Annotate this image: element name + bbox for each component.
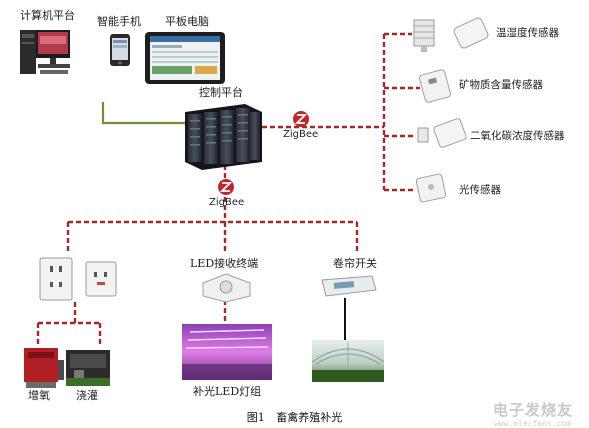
figure-number: 图1 <box>246 411 265 424</box>
light-sensor-icon <box>415 173 447 203</box>
label-pc-platform: 计算机平台 <box>20 9 75 22</box>
watermark-logo: 电子发烧友 <box>492 401 573 419</box>
label-led-group: 补光LED灯组 <box>193 385 262 398</box>
label-control-platform: 控制平台 <box>199 86 243 99</box>
label-curtain-switch: 卷帘开关 <box>333 257 377 270</box>
label-smartphone: 智能手机 <box>97 15 141 28</box>
greenhouse-image <box>311 340 385 382</box>
computer-icon <box>20 30 70 74</box>
figure-caption: 图1 畜禽养殖补光 <box>0 409 589 425</box>
oxygen-pump-image <box>24 348 64 388</box>
label-oxygen: 增氧 <box>28 389 50 402</box>
figure-title: 畜禽养殖补光 <box>276 411 343 424</box>
label-tablet: 平板电脑 <box>165 15 209 28</box>
led-grow-lights-image <box>182 324 272 380</box>
smartphone-icon <box>110 34 130 66</box>
tablet-icon <box>145 32 225 84</box>
led-receiver-icon <box>202 273 251 303</box>
mineral-sensor-icon <box>418 69 452 103</box>
label-co2-sensor: 二氧化碳浓度传感器 <box>470 130 565 142</box>
watermark-url: www.elecfans.com <box>493 419 571 428</box>
curtain-switch-icon <box>321 275 377 297</box>
zigbee-logo-right <box>293 111 309 127</box>
link-devices-to-control <box>101 102 185 125</box>
label-zigbee-right: ZigBee <box>283 129 319 140</box>
label-humidity-sensor: 温湿度传感器 <box>496 27 559 39</box>
server-rack-icon <box>185 104 262 170</box>
co2-sensor-icon <box>417 118 467 148</box>
label-led-receiver: LED接收终端 <box>190 257 259 270</box>
socket-icon-1 <box>39 257 73 301</box>
label-irrigation: 浇灌 <box>76 389 98 402</box>
label-light-sensor: 光传感器 <box>459 184 501 196</box>
label-mineral-sensor: 矿物质含量传感器 <box>459 79 543 91</box>
label-zigbee-center: ZigBee <box>209 197 245 208</box>
zigbee-logo-center <box>218 179 234 195</box>
humidity-sensor-icon <box>413 17 489 52</box>
irrigation-image <box>66 350 110 386</box>
socket-icon-2 <box>85 261 117 297</box>
